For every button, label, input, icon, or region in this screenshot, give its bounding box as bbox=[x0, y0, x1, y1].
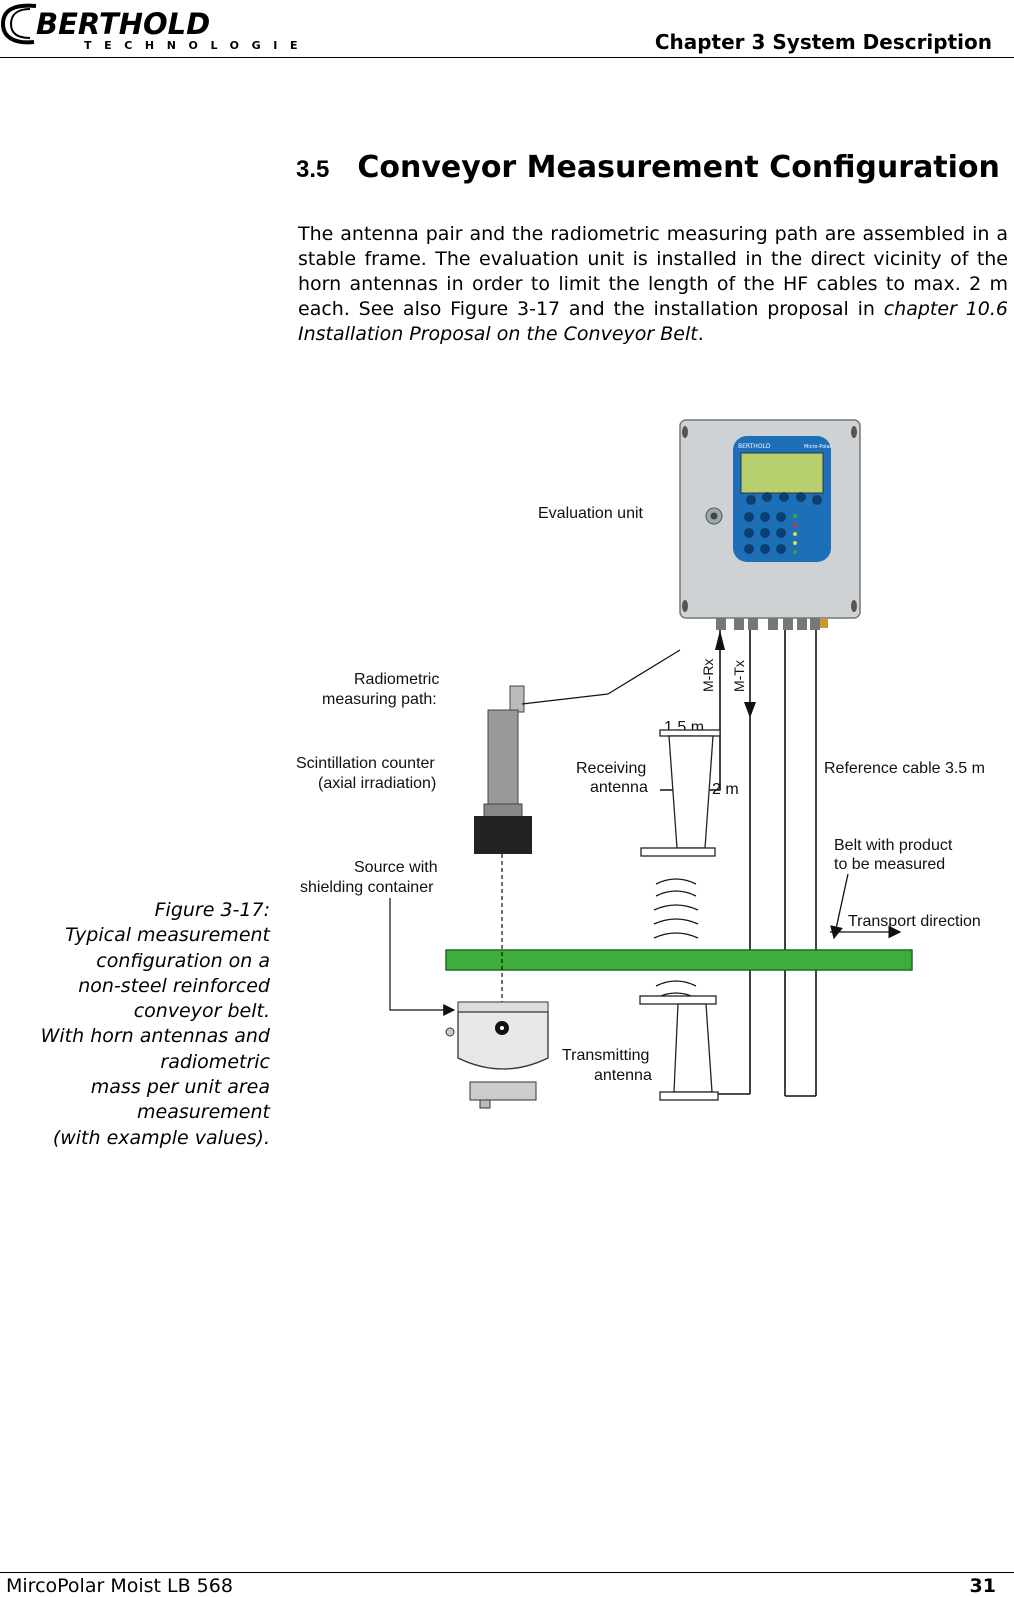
reference-cable-label: Reference cable 3.5 m bbox=[824, 760, 985, 777]
caption-line: mass per unit area bbox=[90, 1076, 270, 1099]
logo-name: BERTHOLD bbox=[36, 7, 210, 41]
receiving-antenna-label-2: antenna bbox=[590, 779, 648, 796]
belt-pointer bbox=[830, 873, 849, 940]
figure-caption: Figure 3-17: Typical measurement configu… bbox=[8, 898, 270, 1151]
source-container bbox=[445, 1001, 549, 1109]
chapter-reference: chapter 10.6 Installation Proposal on th… bbox=[298, 298, 1008, 345]
belt-label-1: Belt with product bbox=[834, 837, 953, 854]
belt-label-2: to be measured bbox=[834, 856, 945, 873]
transmitting-antenna-label-2: antenna bbox=[594, 1067, 652, 1084]
caption-line: (with example values). bbox=[52, 1126, 270, 1149]
caption-line: Typical measurement bbox=[65, 924, 270, 947]
m-tx-arrow bbox=[744, 702, 756, 718]
scintillation-label-1: Scintillation counter bbox=[296, 755, 435, 772]
microwave-signal bbox=[653, 878, 699, 999]
section-heading: 3.5 Conveyor Measurement Configuration bbox=[296, 150, 1000, 185]
device-brand: BERTHOLD bbox=[738, 443, 771, 450]
m-rx-arrow bbox=[715, 630, 725, 650]
m-tx-label: M-Tx bbox=[731, 660, 747, 692]
transmitting-antenna-label-1: Transmitting bbox=[562, 1047, 649, 1064]
berthold-logo: BERTHOLD TECHNOLOGIES bbox=[0, 3, 300, 52]
m-rx-label: M-Rx bbox=[700, 659, 716, 692]
length-2m: 2 m bbox=[712, 781, 739, 798]
evaluation-unit-label: Evaluation unit bbox=[538, 505, 644, 522]
body-text-start: The antenna pair and the radiometric mea… bbox=[298, 223, 1008, 320]
configuration-diagram: BERTHOLD Micro-Polar Evaluation unit M-R… bbox=[296, 419, 985, 1109]
section-number: 3.5 bbox=[296, 156, 330, 183]
caption-line: non-steel reinforced bbox=[78, 974, 270, 997]
page-number: 31 bbox=[969, 1575, 996, 1597]
receiving-antenna-label-1: Receiving bbox=[576, 760, 646, 777]
radiometric-pointer bbox=[521, 693, 609, 705]
caption-line: With horn antennas and bbox=[40, 1025, 270, 1048]
chapter-title: Chapter 3 System Description bbox=[654, 30, 992, 54]
conveyor-belt bbox=[445, 949, 913, 971]
transmitting-antenna bbox=[639, 995, 719, 1101]
scintillation-counter bbox=[474, 685, 532, 854]
caption-line: radiometric bbox=[160, 1050, 270, 1073]
body-text-end: . bbox=[697, 323, 704, 345]
source-label-2: shielding container bbox=[300, 879, 434, 896]
radiometric-label-1: Radiometric bbox=[354, 671, 439, 688]
header-rule bbox=[0, 57, 1014, 58]
caption-line: Figure 3-17: bbox=[154, 899, 270, 921]
footer-document-title: MircoPolar Moist LB 568 bbox=[6, 1575, 233, 1597]
caption-line: conveyor belt. bbox=[133, 1000, 270, 1023]
footer-rule bbox=[0, 1572, 1014, 1573]
caption-line: configuration on a bbox=[96, 949, 270, 972]
scintillation-label-2: (axial irradiation) bbox=[318, 775, 436, 792]
receiving-antenna bbox=[640, 729, 721, 857]
logo-sub: TECHNOLOGIES bbox=[84, 39, 300, 52]
body-paragraph: The antenna pair and the radiometric mea… bbox=[298, 222, 1008, 347]
radiometric-pointer bbox=[607, 649, 681, 695]
caption-line: measurement bbox=[137, 1101, 270, 1124]
source-label-1: Source with bbox=[354, 859, 438, 876]
section-title: Conveyor Measurement Configuration bbox=[357, 150, 1000, 185]
device-model: Micro-Polar bbox=[804, 444, 833, 450]
radiometric-label-2: measuring path: bbox=[322, 691, 437, 708]
evaluation-unit: BERTHOLD Micro-Polar bbox=[679, 419, 861, 630]
source-pointer bbox=[389, 898, 456, 1016]
transport-direction-label: Transport direction bbox=[848, 913, 981, 930]
